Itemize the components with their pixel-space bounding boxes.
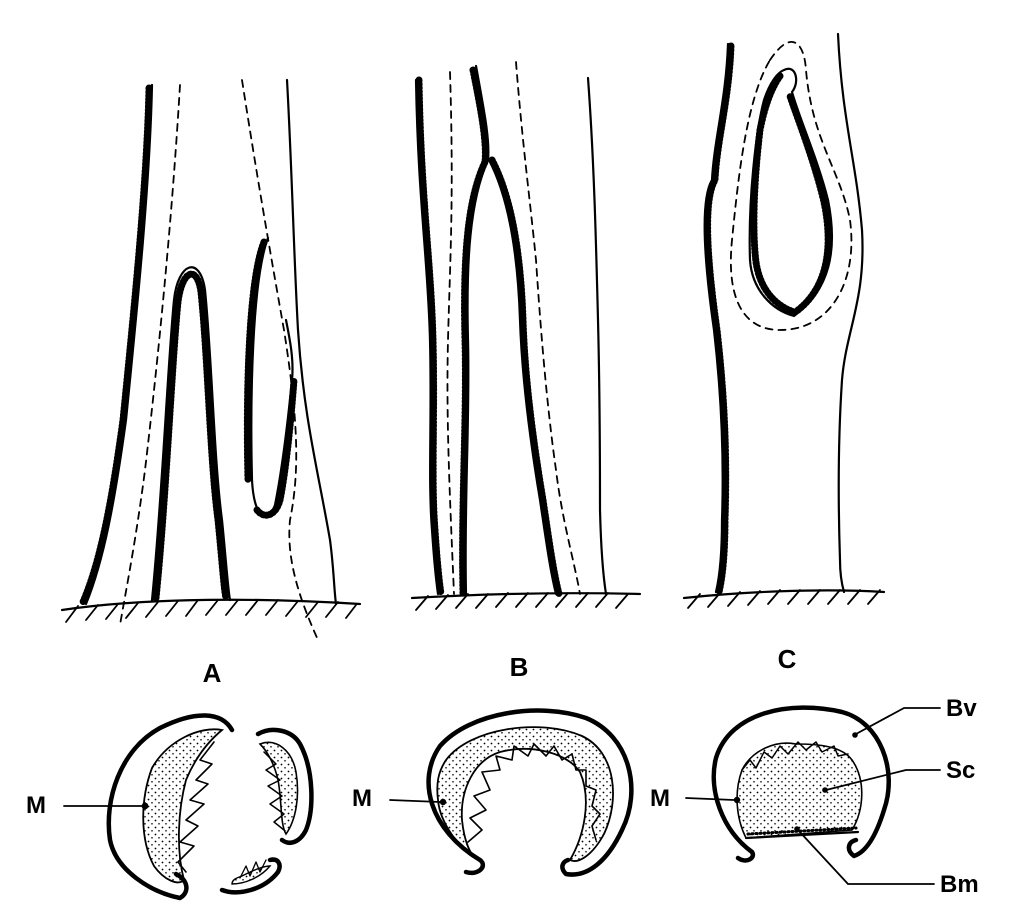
part-annotations: M M M Bv Sc Bm bbox=[26, 695, 979, 898]
label-sc: Sc bbox=[946, 757, 975, 784]
label-m-c: M bbox=[650, 785, 670, 812]
leader-dot-m-a bbox=[141, 802, 149, 810]
panel-b-trunk bbox=[410, 61, 642, 611]
leader-dot-bv bbox=[852, 732, 858, 738]
panel-a-trunk bbox=[60, 78, 362, 641]
cross-section-b bbox=[426, 708, 634, 877]
leader-dot-sc bbox=[822, 787, 828, 793]
leader-m-b bbox=[389, 799, 441, 803]
label-bv: Bv bbox=[946, 695, 977, 722]
panel-label-c: C bbox=[778, 644, 797, 674]
panel-label-b: B bbox=[510, 652, 529, 682]
label-m-b: M bbox=[352, 785, 372, 812]
label-bm: Bm bbox=[940, 871, 979, 898]
cross-section-a bbox=[106, 713, 314, 901]
panel-label-a: A bbox=[203, 658, 222, 688]
leader-sc bbox=[825, 769, 941, 791]
label-m-a: M bbox=[26, 792, 46, 819]
leader-dot-m-b bbox=[439, 798, 447, 806]
panel-c-trunk bbox=[682, 32, 886, 609]
leader-m-c bbox=[685, 797, 735, 801]
leader-dot-bm bbox=[794, 826, 800, 832]
leader-bm bbox=[797, 829, 935, 885]
leader-dot-m-c bbox=[733, 796, 741, 804]
leader-bv bbox=[855, 707, 941, 735]
